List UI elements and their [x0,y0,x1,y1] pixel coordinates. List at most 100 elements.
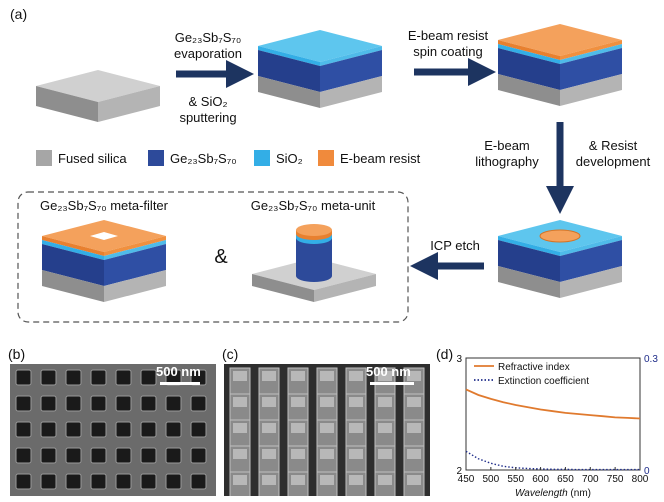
film-stack-block [258,30,382,108]
legend-label-ge: Ge₂₃Sb₇S₇₀ [170,151,237,166]
sem-pillar-top [407,423,421,433]
meta-unit-title: Ge₂₃Sb₇S₇₀ meta-unit [250,198,376,213]
pillar-array [224,364,430,496]
sem-hole [115,395,132,412]
spin-coating-label-line1: E-beam resist [407,28,489,43]
sem-pillar-top [378,423,392,433]
sem-hole [15,395,32,412]
sem-hole [140,395,157,412]
sem-hole [65,369,82,386]
sem-image-pillars: 500 nm [224,364,430,496]
series-line-extinction-coefficient [465,450,640,471]
sem-pillar-top [233,475,247,485]
sem-pillar-top [320,397,334,407]
x-tick-label: 700 [582,474,599,485]
lithography-label-line2: lithography [475,154,539,169]
sem-hole [40,369,57,386]
evaporation-label-line1: Ge₂₃Sb₇S₇₀ [174,30,242,45]
sem-pillar-top [378,371,392,381]
y-right-tick-label: 0 [644,466,650,477]
sem-hole [165,369,182,386]
sem-pillar-top [349,371,363,381]
sem-hole [190,369,207,386]
sem-hole [90,447,107,464]
sem-pillar-top [320,475,334,485]
sem-pillar-top [407,371,421,381]
sem-image-holes: 500 nm [10,364,216,496]
plot-area [465,357,641,471]
scale-label-b: 500 nm [156,364,201,379]
sem-hole [140,447,157,464]
sem-hole [165,473,182,490]
sem-hole [165,421,182,438]
sem-hole [115,473,132,490]
sem-hole [40,421,57,438]
y-left-tick-label: 2 [456,466,462,477]
sputtering-label-line2: sputtering [179,110,237,125]
sem-hole [15,421,32,438]
series-line-refractive-index [465,388,641,420]
ampersand-label: & [214,246,228,268]
sem-hole [190,447,207,464]
sem-pillar-top [407,449,421,459]
sem-hole [65,473,82,490]
sem-hole [115,421,132,438]
sem-hole [65,421,82,438]
development-label-line1: & Resist [588,138,638,153]
legend-label-silica: Fused silica [58,151,127,166]
x-tick-label: 450 [458,474,475,485]
sem-hole [140,421,157,438]
sem-pillar-top [291,371,305,381]
y-left-tick-label: 3 [456,354,462,365]
sem-pillar-top [291,423,305,433]
panel-label-d: (d) [436,346,454,362]
hole-array [10,364,216,496]
sem-pillar-top [349,397,363,407]
sem-pillar-top [262,475,276,485]
y-right-tick-label: 0.3 [644,354,658,365]
sem-hole [90,369,107,386]
meta-filter-block [42,220,166,302]
sem-pillar-top [262,449,276,459]
sem-hole [140,369,157,386]
sem-hole [115,369,132,386]
sem-hole [90,395,107,412]
sem-pillar-top [378,475,392,485]
x-tick-label: 800 [632,474,649,485]
panel-label-b: (b) [8,346,26,362]
sem-hole [40,447,57,464]
lithography-label-line1: E-beam [484,138,530,153]
sem-pillar-top [320,371,334,381]
sem-hole [190,473,207,490]
sem-pillar-top [378,449,392,459]
sem-pillar-top [233,449,247,459]
panel-label-c: (c) [222,346,239,362]
sem-hole [15,473,32,490]
legend-label-resist: E-beam resist [340,151,421,166]
sem-pillar-top [291,449,305,459]
sem-pillar-top [233,397,247,407]
panel-label-a: (a) [10,6,28,22]
sputtering-label-line1: & SiO₂ [188,94,228,109]
x-tick-label: 750 [607,474,624,485]
sem-hole [165,395,182,412]
sem-hole [15,447,32,464]
products-frame [17,191,409,323]
icp-etch-label: ICP etch [430,238,480,253]
substrate-block [36,70,160,122]
legend-swatch-ge [148,150,164,166]
sem-hole [190,395,207,412]
patterned-stack-block [498,220,622,298]
sem-pillar-top [233,371,247,381]
legend-entry: Refractive index [498,362,570,373]
sem-pillar-top [262,397,276,407]
sem-hole [90,473,107,490]
sem-pillar-top [233,423,247,433]
sem-pillar-top [262,423,276,433]
legend-swatch-resist [318,150,334,166]
x-tick-label: 500 [483,474,500,485]
x-tick-label: 550 [507,474,524,485]
sem-pillar-top [291,397,305,407]
sem-hole [15,369,32,386]
resist-stack-block [498,24,622,106]
